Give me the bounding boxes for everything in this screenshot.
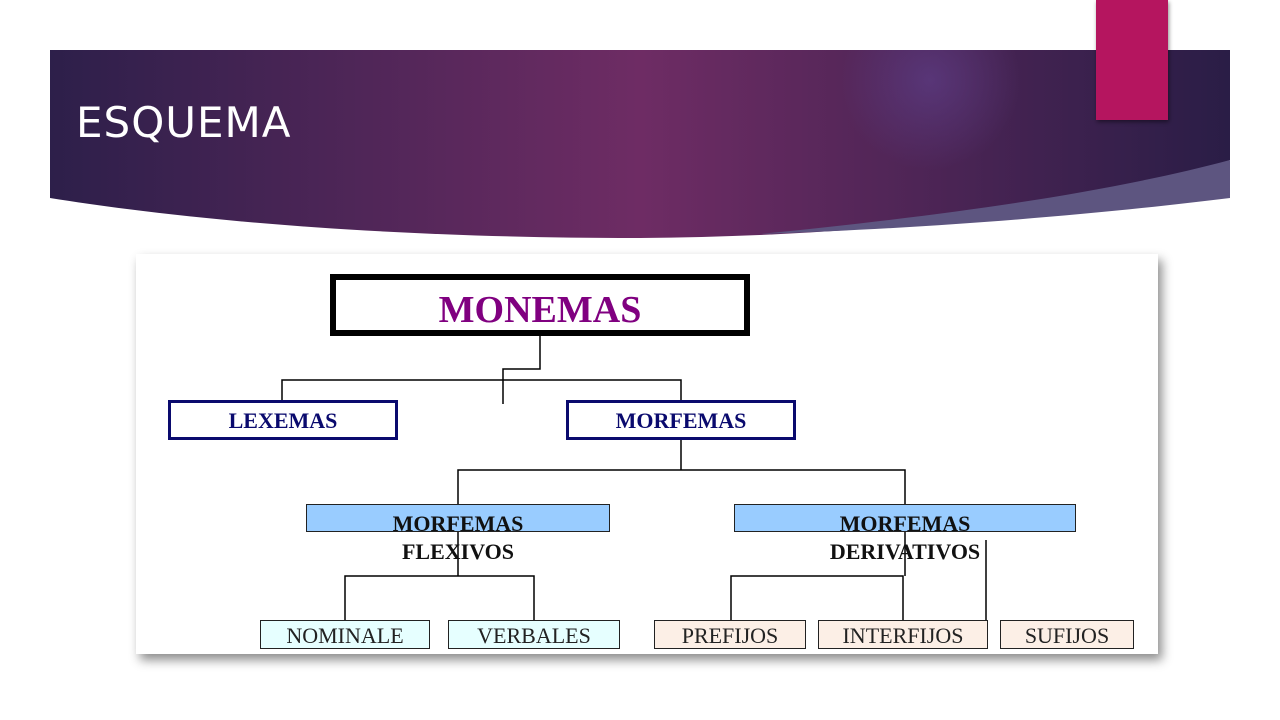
derivativos-line2: DERIVATIVOS [829,539,981,564]
nominale-node: NOMINALE [260,620,430,649]
morfemas-derivativos-node [734,504,1076,532]
interfijos-label: INTERFIJOS [842,623,964,648]
connector-morfemas-level2 [457,440,906,504]
flexivos-line2: FLEXIVOS [401,539,515,564]
morfemas-node: MORFEMAS [566,400,796,440]
banner-swoosh [760,160,1230,234]
connector-lines [281,336,987,620]
accent-tab [1096,0,1168,120]
verbales-label: VERBALES [477,623,591,648]
verbales-node: VERBALES [448,620,620,649]
derivativos-line1: MORFEMAS [839,511,971,536]
slide-title: ESQUEMA [76,98,292,147]
lexemas-label: LEXEMAS [228,408,338,433]
interfijos-node: INTERFIJOS [818,620,988,649]
nominale-label: NOMINALE [286,623,404,648]
sufijos-label: SUFIJOS [1024,623,1110,648]
flexivos-line1: MORFEMAS [392,511,524,536]
connector-root-level1 [281,336,682,404]
prefijos-node: PREFIJOS [654,620,806,649]
connector-flexivos-leaves [344,532,535,620]
morfemas-label: MORFEMAS [615,408,747,433]
monemas-label: MONEMAS [438,289,642,331]
connector-derivativos-leaves [730,532,987,620]
morfemas-flexivos-node [306,504,610,532]
sufijos-node: SUFIJOS [1000,620,1134,649]
title-banner [50,50,1230,238]
monemas-node: MONEMAS [330,274,750,336]
banner-glow [780,50,1080,170]
lexemas-node: LEXEMAS [168,400,398,440]
diagram-frame: MONEMAS LEXEMAS MORFEMAS MORFEMAS FLEXIV… [136,254,1158,654]
prefijos-label: PREFIJOS [681,623,779,648]
